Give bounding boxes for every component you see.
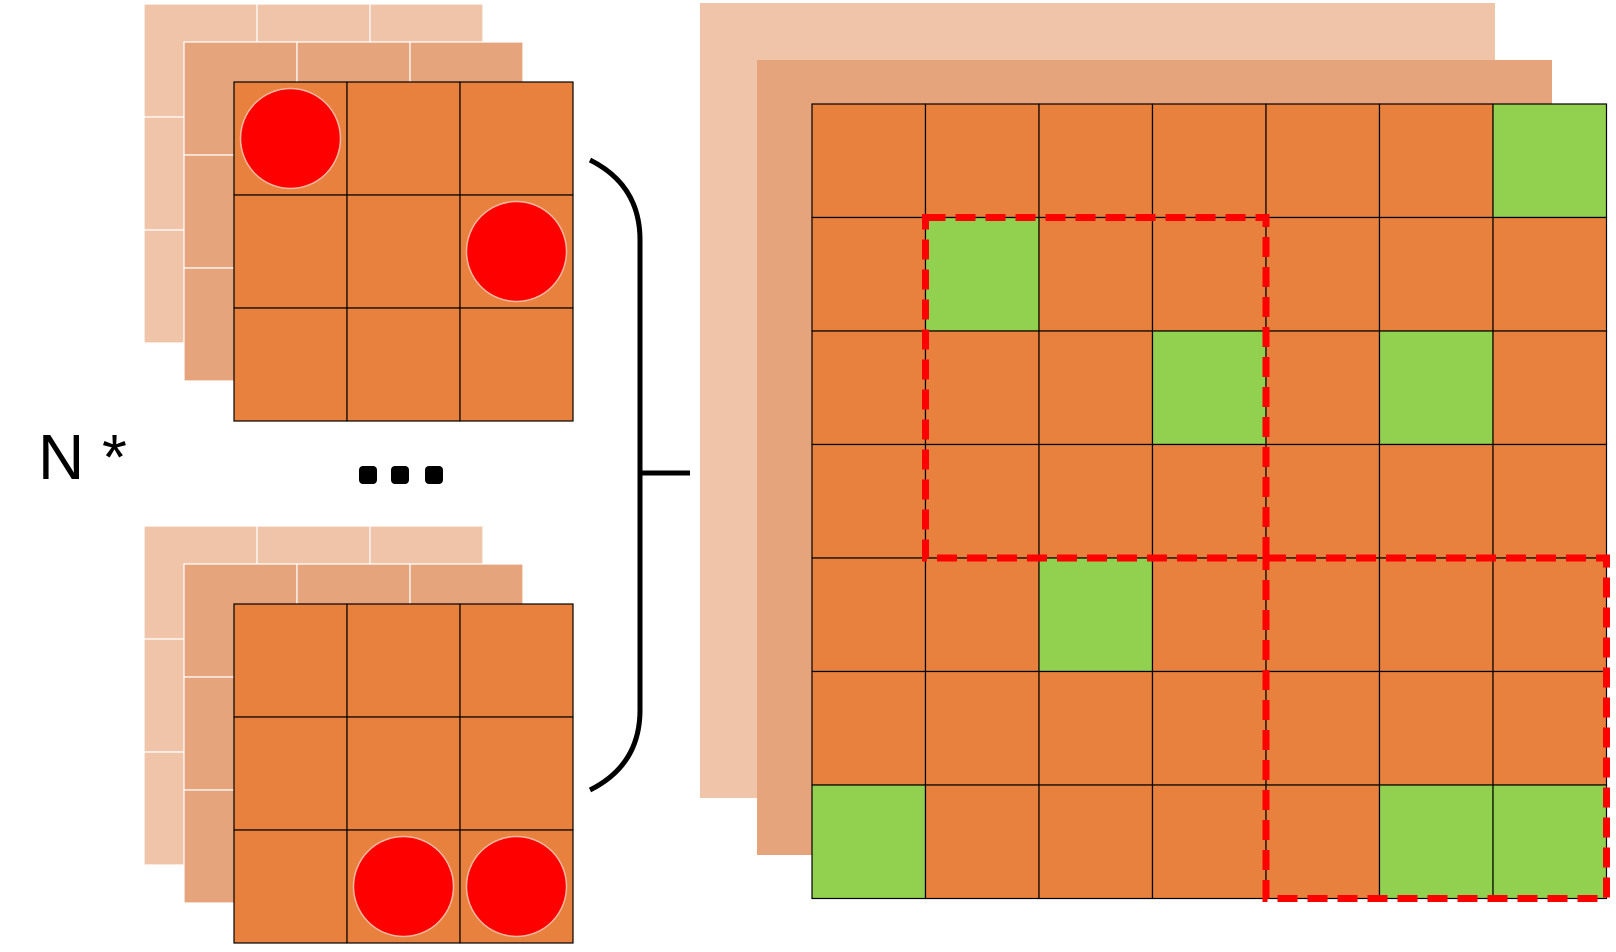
feature-cell bbox=[811, 557, 927, 673]
feature-cell bbox=[1038, 216, 1154, 332]
receptive-window-outline bbox=[1262, 554, 1610, 902]
kernel-weight-dot bbox=[352, 835, 455, 938]
feature-cell bbox=[924, 103, 1040, 219]
feature-cell bbox=[1038, 670, 1154, 786]
feature-cell-active bbox=[924, 216, 1040, 332]
kernel-front-layer-cell bbox=[346, 716, 461, 831]
feature-cell bbox=[811, 670, 927, 786]
kernel-weight-dot bbox=[465, 835, 568, 938]
ellipsis-dot bbox=[359, 466, 377, 484]
feature-cell bbox=[811, 330, 927, 446]
kernel-front-layer-cell bbox=[233, 829, 348, 944]
kernel-front-layer-cell bbox=[233, 307, 348, 422]
kernel-front-layer-cell bbox=[346, 81, 461, 196]
kernel-weight-dot bbox=[239, 87, 342, 190]
feature-cell bbox=[1038, 330, 1154, 446]
ellipsis-dots bbox=[359, 466, 443, 484]
feature-cell bbox=[1151, 670, 1267, 786]
feature-cell bbox=[1492, 443, 1608, 559]
feature-cell bbox=[1265, 216, 1381, 332]
kernel-front-layer-cell bbox=[346, 603, 461, 718]
feature-cell bbox=[1378, 670, 1494, 786]
kernel-front-layer-cell bbox=[233, 603, 348, 718]
kernel-front-layer-cell bbox=[459, 716, 574, 831]
feature-cell bbox=[811, 443, 927, 559]
feature-cell bbox=[924, 330, 1040, 446]
receptive-window-outline bbox=[922, 214, 1270, 562]
kernel-front-layer-cell bbox=[233, 716, 348, 831]
feature-cell bbox=[1492, 557, 1608, 673]
feature-cell bbox=[924, 443, 1040, 559]
feature-cell bbox=[1038, 443, 1154, 559]
feature-cell bbox=[1378, 557, 1494, 673]
feature-cell bbox=[924, 557, 1040, 673]
kernel-front-layer-cell bbox=[346, 194, 461, 309]
feature-cell bbox=[1151, 443, 1267, 559]
feature-cell-active bbox=[1378, 330, 1494, 446]
curly-brace bbox=[588, 157, 690, 793]
multiplier-label: N * bbox=[38, 421, 127, 493]
feature-cell-active bbox=[1492, 103, 1608, 219]
feature-cell-active bbox=[811, 784, 927, 900]
feature-cell-active bbox=[1038, 557, 1154, 673]
feature-cell bbox=[1265, 557, 1381, 673]
kernel-weight-dot bbox=[465, 200, 568, 303]
ellipsis-dot bbox=[425, 466, 443, 484]
feature-cell bbox=[1265, 103, 1381, 219]
feature-cell bbox=[1151, 784, 1267, 900]
feature-cell-active bbox=[1151, 330, 1267, 446]
kernel-front-layer-cell bbox=[346, 307, 461, 422]
feature-cell-active bbox=[1378, 784, 1494, 900]
feature-cell bbox=[1378, 443, 1494, 559]
feature-cell bbox=[1038, 103, 1154, 219]
feature-cell bbox=[1151, 103, 1267, 219]
feature-cell bbox=[1378, 103, 1494, 219]
feature-cell bbox=[1265, 784, 1381, 900]
feature-cell bbox=[1151, 216, 1267, 332]
feature-cell bbox=[1492, 670, 1608, 786]
kernel-front-layer-cell bbox=[459, 81, 574, 196]
feature-cell bbox=[1265, 330, 1381, 446]
feature-cell-active bbox=[1492, 784, 1608, 900]
feature-cell bbox=[1492, 216, 1608, 332]
feature-cell bbox=[1151, 557, 1267, 673]
kernel-stack-top bbox=[143, 3, 574, 422]
feature-cell bbox=[811, 216, 927, 332]
feature-cell bbox=[811, 103, 927, 219]
feature-cell bbox=[1265, 443, 1381, 559]
feature-cell bbox=[1378, 216, 1494, 332]
feature-map-stack bbox=[700, 3, 1610, 902]
feature-cell bbox=[1265, 670, 1381, 786]
feature-cell bbox=[1038, 784, 1154, 900]
feature-cell bbox=[924, 784, 1040, 900]
kernel-front-layer-cell bbox=[233, 194, 348, 309]
feature-cell bbox=[1492, 330, 1608, 446]
ellipsis-dot bbox=[391, 466, 409, 484]
feature-cell bbox=[924, 670, 1040, 786]
kernel-stack-bottom bbox=[143, 525, 574, 944]
kernel-front-layer-cell bbox=[459, 307, 574, 422]
kernel-front-layer-cell bbox=[459, 603, 574, 718]
